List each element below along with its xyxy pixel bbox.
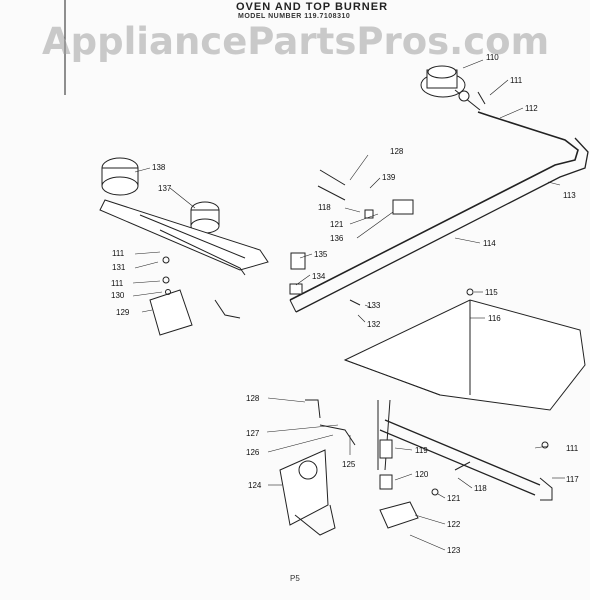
oven-burner-tube	[379, 419, 541, 496]
part-label-139: 139	[382, 173, 396, 182]
part-label-131: 131	[112, 263, 126, 272]
top-burner-assembly	[99, 157, 269, 276]
valve-cluster	[289, 169, 414, 295]
part-label-116: 116	[488, 314, 501, 323]
part-label-125: 125	[342, 460, 356, 469]
part-label-115: 115	[485, 288, 498, 297]
part-label-111: 111	[112, 249, 125, 258]
part-label-127: 127	[246, 429, 260, 438]
part-label-132: 132	[367, 320, 381, 329]
part-label-130: 130	[111, 291, 125, 300]
model-number: MODEL NUMBER 119.7108310	[238, 13, 351, 20]
pressure-regulator	[420, 65, 481, 111]
manifold-pipe	[289, 111, 579, 301]
part-label-138: 138	[152, 163, 166, 172]
part-label-134: 134	[312, 272, 326, 281]
part-label-111: 111	[111, 279, 124, 288]
part-label-121: 121	[330, 220, 344, 229]
page-number: P5	[290, 574, 300, 583]
oven-burner-baffle	[343, 299, 586, 411]
part-label-114: 114	[483, 239, 496, 248]
part-label-135: 135	[314, 250, 328, 259]
part-label-128: 128	[390, 147, 404, 156]
part-label-133: 133	[367, 301, 381, 310]
part-label-117: 117	[566, 475, 579, 484]
part-label-124: 124	[248, 481, 262, 490]
part-label-113: 113	[563, 191, 576, 200]
part-label-118: 118	[318, 203, 331, 212]
part-label-112: 112	[525, 104, 538, 113]
part-label-123: 123	[447, 546, 461, 555]
part-label-122: 122	[447, 520, 461, 529]
part-label-119: 119	[415, 446, 428, 455]
part-label-137: 137	[158, 184, 172, 193]
diagram-title: OVEN AND TOP BURNER	[236, 1, 389, 13]
part-label-111: 111	[566, 444, 579, 453]
part-label-136: 136	[330, 234, 344, 243]
thermostat-bracket	[279, 449, 336, 536]
part-label-128: 128	[246, 394, 260, 403]
mounting-bracket	[149, 289, 193, 336]
part-label-118: 118	[474, 484, 487, 493]
part-label-121: 121	[447, 494, 461, 503]
part-label-111: 111	[510, 76, 523, 85]
safety-valve	[379, 501, 419, 529]
part-label-120: 120	[415, 470, 429, 479]
part-label-110: 110	[486, 53, 499, 62]
part-label-129: 129	[116, 308, 130, 317]
part-label-126: 126	[246, 448, 260, 457]
site-watermark: AppliancePartsPros.com	[42, 20, 550, 63]
